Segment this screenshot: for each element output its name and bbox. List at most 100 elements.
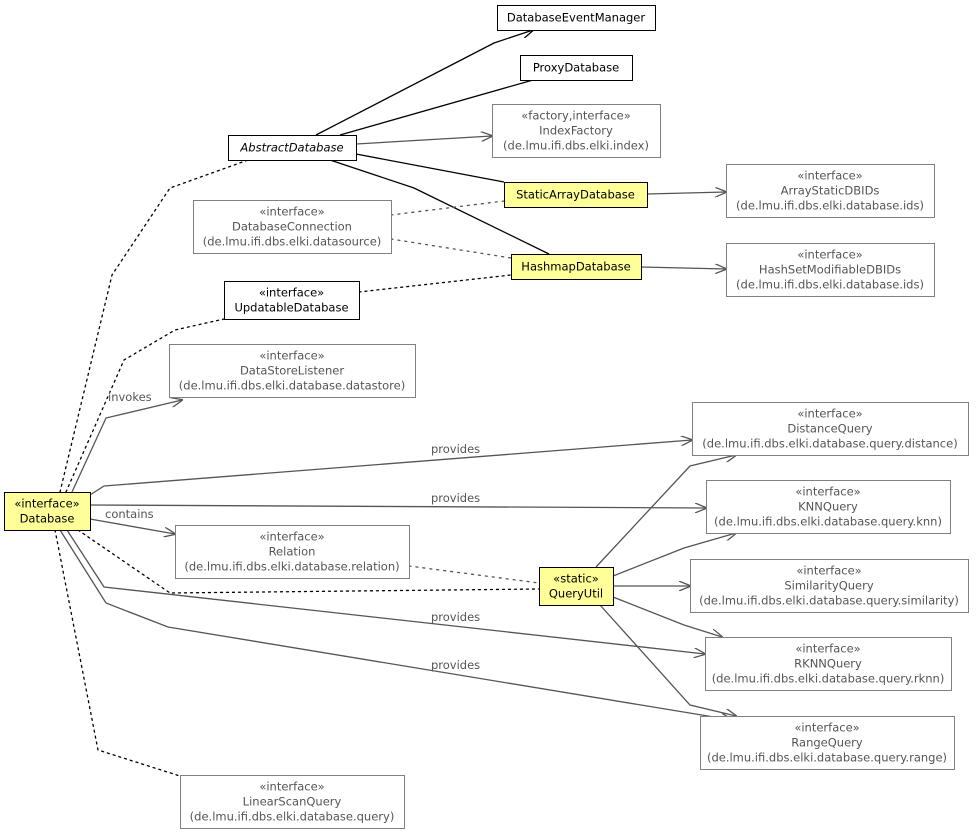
class-line: «interface»: [259, 530, 324, 544]
class-node-data-store-listener[interactable]: «interface»DataStoreListener(de.lmu.ifi.…: [169, 344, 416, 398]
class-line: (de.lmu.ifi.dbs.elki.database.relation): [184, 560, 399, 574]
edge-database-to-linear-scan: [54, 529, 181, 777]
class-line: «interface»: [797, 407, 862, 421]
class-line: DatabaseConnection: [232, 220, 352, 234]
class-node-database-connection[interactable]: «interface»DatabaseConnection(de.lmu.ifi…: [193, 200, 392, 254]
class-box: [511, 254, 642, 280]
class-line: (de.lmu.ifi.dbs.elki.index): [503, 139, 649, 153]
edge-database-provides-distance: [89, 440, 692, 496]
class-node-distance-query[interactable]: «interface»DistanceQuery(de.lmu.ifi.dbs.…: [692, 402, 969, 456]
class-line: LinearScanQuery: [243, 795, 342, 809]
class-box: [4, 492, 91, 531]
class-node-similarity-query[interactable]: «interface»SimilarityQuery(de.lmu.ifi.db…: [690, 559, 969, 613]
class-line: «interface»: [797, 248, 862, 262]
class-node-hashset-modifiable-dbids[interactable]: «interface»HashSetModifiableDBIDs(de.lmu…: [726, 243, 935, 297]
class-line: (de.lmu.ifi.dbs.elki.database.datastore): [179, 379, 405, 393]
class-box: [726, 243, 935, 297]
class-node-proxy-database[interactable]: ProxyDatabase: [520, 55, 633, 81]
class-node-abstract-database[interactable]: AbstractDatabase: [228, 135, 357, 161]
edge-static-array-to-array-dbids: [646, 192, 726, 194]
edge-label-invokes: invokes: [108, 390, 152, 404]
class-box: [539, 567, 614, 606]
edge-label-provides-distance: provides: [431, 442, 480, 456]
class-node-index-factory[interactable]: «factory,interface»IndexFactory(de.lmu.i…: [492, 104, 661, 158]
class-line: DatabaseEventManager: [507, 11, 645, 25]
edge-updatable-to-hashmap: [358, 274, 512, 293]
class-box: [169, 344, 416, 398]
class-line: (de.lmu.ifi.dbs.elki.database.ids): [736, 278, 924, 292]
edge-connection-to-static-array: [390, 200, 505, 216]
class-line: «interface»: [259, 205, 324, 219]
edge-label-provides-knn: provides: [431, 491, 480, 505]
class-node-updatable-database[interactable]: «interface»UpdatableDatabase: [224, 281, 360, 320]
class-line: «interface»: [259, 286, 324, 300]
class-line: «interface»: [794, 721, 859, 735]
class-line: Database: [20, 512, 75, 526]
class-node-query-util[interactable]: «static»QueryUtil: [539, 567, 614, 606]
class-line: «interface»: [259, 349, 324, 363]
class-line: DataStoreListener: [240, 364, 344, 378]
class-node-static-array-database[interactable]: StaticArrayDatabase: [504, 182, 648, 208]
class-line: (de.lmu.ifi.dbs.elki.database.query.rang…: [707, 751, 947, 765]
class-line: «interface»: [259, 780, 324, 794]
edge-abstract-to-index-factory: [355, 136, 492, 145]
class-box: [706, 480, 951, 534]
edge-query-util-to-distance: [595, 455, 736, 568]
class-line: ArrayStaticDBIDs: [781, 184, 880, 198]
class-line: DistanceQuery: [787, 422, 872, 436]
class-box: [690, 559, 969, 613]
class-box: [175, 525, 410, 579]
edge-label-contains: contains: [105, 507, 154, 521]
class-box: [228, 135, 357, 161]
edge-abstract-to-hashmap: [329, 159, 550, 255]
edge-query-util-to-rknn: [612, 596, 722, 637]
edge-database-contains-relation: [89, 518, 175, 534]
class-line: KNNQuery: [798, 500, 858, 514]
class-box: [520, 55, 633, 81]
class-node-linear-scan-query[interactable]: «interface»LinearScanQuery(de.lmu.ifi.db…: [180, 775, 405, 829]
class-node-relation[interactable]: «interface»Relation(de.lmu.ifi.dbs.elki.…: [175, 525, 410, 579]
class-line: RangeQuery: [791, 736, 863, 750]
class-line: «interface»: [14, 497, 79, 511]
edge-abstract-to-proxy: [339, 79, 534, 136]
class-node-hashmap-database[interactable]: HashmapDatabase: [511, 254, 642, 280]
class-line: (de.lmu.ifi.dbs.elki.database.query.dist…: [702, 437, 957, 451]
class-line: (de.lmu.ifi.dbs.elki.database.query.rknn…: [712, 672, 945, 686]
class-line: (de.lmu.ifi.dbs.elki.database.query.simi…: [699, 594, 959, 608]
class-line: (de.lmu.ifi.dbs.elki.database.query.knn): [714, 515, 942, 529]
class-box: [700, 716, 955, 770]
class-node-rknn-query[interactable]: «interface»RKNNQuery(de.lmu.ifi.dbs.elki…: [705, 637, 952, 691]
class-line: HashmapDatabase: [521, 260, 630, 274]
edge-label-provides-rknn: provides: [431, 610, 480, 624]
edge-database-provides-knn: [89, 505, 706, 508]
class-node-database[interactable]: «interface»Database: [4, 492, 91, 531]
class-line: StaticArrayDatabase: [516, 188, 635, 202]
class-node-range-query[interactable]: «interface»RangeQuery(de.lmu.ifi.dbs.elk…: [700, 716, 955, 770]
class-box: [504, 182, 648, 208]
edge-abstract-to-event-manager: [315, 30, 533, 136]
class-box: [726, 164, 935, 218]
class-node-knn-query[interactable]: «interface»KNNQuery(de.lmu.ifi.dbs.elki.…: [706, 480, 951, 534]
edge-abstract-to-static-array: [355, 153, 505, 183]
edge-database-to-abstract: [59, 159, 249, 493]
class-line: ProxyDatabase: [533, 61, 619, 75]
edge-label-provides-range: provides: [431, 658, 480, 672]
class-line: QueryUtil: [549, 587, 603, 601]
class-line: AbstractDatabase: [239, 141, 343, 155]
edge-database-to-updatable: [65, 318, 225, 493]
class-line: «interface»: [795, 642, 860, 656]
edge-query-util-to-knn: [612, 533, 736, 577]
class-line: (de.lmu.ifi.dbs.elki.database.query): [190, 810, 395, 824]
class-box: [193, 200, 392, 254]
class-line: IndexFactory: [539, 124, 613, 138]
edge-database-to-query-util: [77, 529, 540, 594]
edge-relation-to-query-util: [408, 565, 540, 584]
class-line: «interface»: [797, 169, 862, 183]
class-line: SimilarityQuery: [784, 579, 874, 593]
class-line: (de.lmu.ifi.dbs.elki.database.ids): [736, 199, 924, 213]
class-node-database-event-manager[interactable]: DatabaseEventManager: [497, 5, 656, 31]
edge-database-provides-rknn: [66, 529, 705, 654]
class-box: [705, 637, 952, 691]
class-node-array-static-dbids[interactable]: «interface»ArrayStaticDBIDs(de.lmu.ifi.d…: [726, 164, 935, 218]
